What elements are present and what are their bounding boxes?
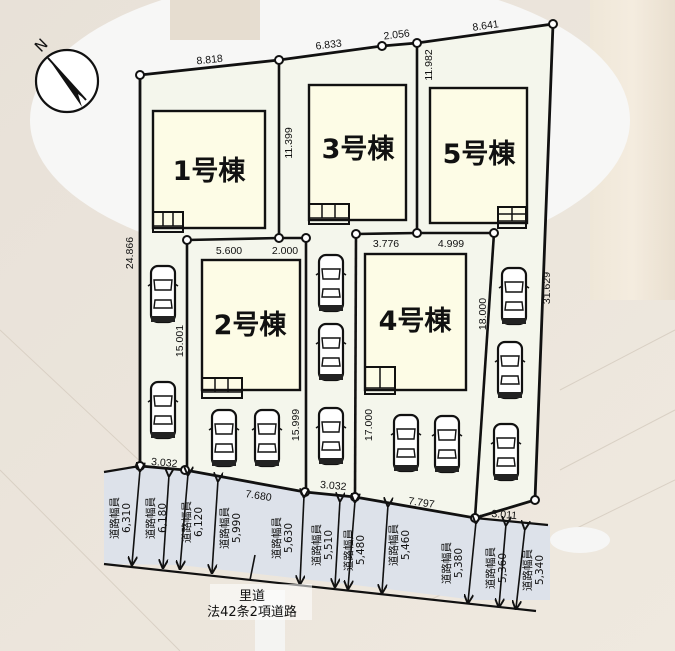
svg-text:5,380: 5,380: [453, 548, 465, 578]
dim-bottom-3: 3.032: [320, 479, 347, 493]
building-2[interactable]: 2号棟: [200, 258, 302, 399]
svg-text:6,120: 6,120: [193, 507, 205, 537]
svg-text:5,340: 5,340: [534, 555, 546, 585]
building-5[interactable]: 5号棟: [428, 86, 529, 229]
dim-div-3-5: 11.982: [423, 49, 435, 80]
svg-text:道路幅員: 道路幅員: [108, 497, 121, 539]
dim-top-mid: 2.056: [383, 27, 411, 42]
dim-div-1-3: 11.399: [283, 127, 295, 158]
road-width-arrows: [132, 470, 525, 608]
road-name: 里道 法42条2項道路: [207, 584, 312, 620]
svg-text:道路幅員: 道路幅員: [180, 501, 193, 543]
svg-text:5,360: 5,360: [497, 553, 509, 583]
dim-lot2-top-a: 5.600: [216, 245, 242, 257]
dim-right-side: 31.629: [541, 272, 553, 304]
svg-text:5,990: 5,990: [231, 513, 243, 543]
north-arrow-icon: N: [31, 35, 100, 114]
svg-text:5,460: 5,460: [400, 530, 412, 560]
svg-text:6,180: 6,180: [157, 503, 169, 533]
svg-text:5,480: 5,480: [355, 535, 367, 565]
svg-text:道路幅員: 道路幅員: [270, 517, 283, 559]
dim-lot4-top-a: 3.776: [373, 238, 399, 250]
svg-text:道路幅員: 道路幅員: [521, 549, 534, 591]
dim-top-5: 8.641: [472, 18, 500, 34]
dimension-labels: 8.818 6.833 2.056 8.641 11.399 11.982 24…: [124, 18, 553, 522]
dim-left-side: 24.866: [124, 237, 136, 269]
dim-lot2-top-b: 2.000: [272, 245, 298, 257]
dim-lot2-right: 15.999: [290, 409, 302, 441]
dim-lot2-left: 15.001: [174, 325, 186, 357]
svg-text:5,630: 5,630: [283, 523, 295, 553]
dim-lot4-right: 18.000: [477, 298, 489, 330]
svg-text:道路幅員: 道路幅員: [218, 507, 231, 549]
svg-text:道路幅員: 道路幅員: [144, 497, 157, 539]
building-4-label: 4号棟: [379, 306, 453, 337]
dim-bottom-1: 3.032: [151, 456, 178, 470]
dim-top-3: 6.833: [315, 37, 343, 52]
building-1-label: 1号棟: [173, 156, 247, 187]
compass-n-label: N: [31, 35, 52, 56]
dim-lot4-top-b: 4.999: [438, 238, 464, 250]
dim-top-1: 8.818: [196, 53, 224, 68]
road-name-line1: 里道: [239, 589, 265, 604]
svg-text:道路幅員: 道路幅員: [440, 542, 453, 584]
svg-text:道路幅員: 道路幅員: [484, 547, 497, 589]
dim-bottom-2: 7.680: [245, 488, 273, 504]
building-5-label: 5号棟: [443, 139, 517, 170]
dim-bottom-4: 7.797: [408, 495, 436, 511]
svg-text:5,510: 5,510: [323, 530, 335, 560]
building-3-label: 3号棟: [322, 134, 396, 165]
svg-text:道路幅員: 道路幅員: [387, 524, 400, 566]
dim-bottom-5: 3.011: [491, 508, 518, 522]
svg-text:道路幅員: 道路幅員: [342, 529, 355, 571]
dim-lot4-left: 17.000: [363, 409, 375, 441]
building-4[interactable]: 4号棟: [363, 252, 468, 395]
svg-text:道路幅員: 道路幅員: [310, 524, 323, 566]
road-width-labels: 道路幅員 6,310 道路幅員 6,180 道路幅員 6,120 道路幅員 5,…: [108, 497, 546, 591]
building-2-label: 2号棟: [214, 310, 288, 341]
building-3[interactable]: 3号棟: [307, 83, 408, 225]
building-1[interactable]: 1号棟: [151, 109, 267, 233]
svg-text:6,310: 6,310: [121, 503, 133, 533]
road-name-line2: 法42条2項道路: [207, 604, 297, 620]
